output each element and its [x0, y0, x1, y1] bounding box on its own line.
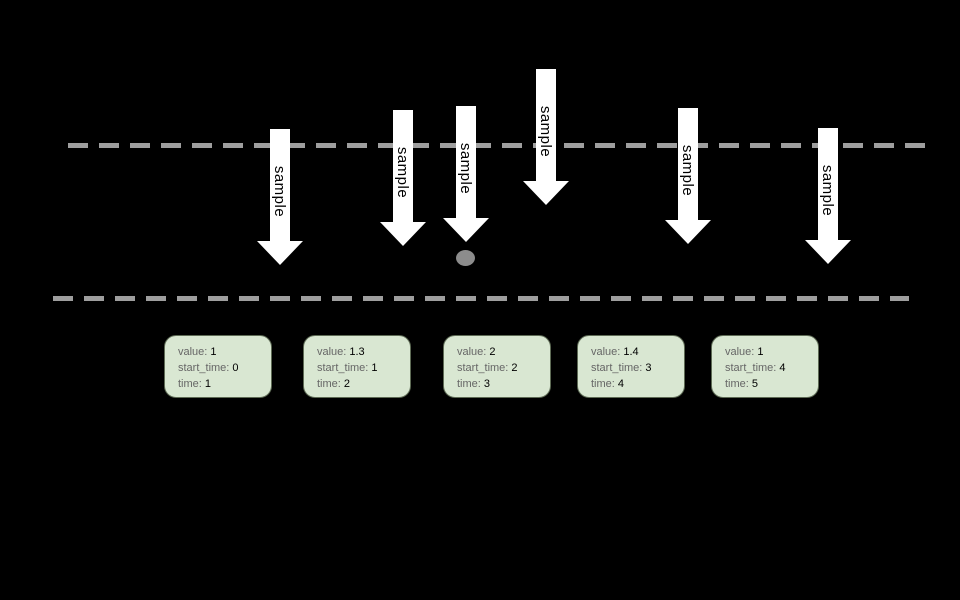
sample-record-card-4: value:1.4 start_time:3 time:4: [577, 335, 685, 398]
sample-arrow-5: sample: [665, 108, 711, 244]
value-label: value:: [457, 346, 487, 358]
sample-record-card-1: value:1 start_time:0 time:1: [164, 335, 272, 398]
record-row: value:2: [457, 344, 550, 360]
value-value: 1: [757, 346, 764, 358]
time-value: 2: [343, 378, 350, 390]
record-row: time:4: [591, 376, 684, 392]
sample-arrow-2: sample: [380, 110, 426, 246]
record-row: value:1: [725, 344, 818, 360]
record-row: value:1: [178, 344, 271, 360]
sample-record-card-2: value:1.3 start_time:1 time:2: [303, 335, 411, 398]
sample-arrow-3: sample: [443, 106, 489, 242]
arrow-down-icon: [380, 222, 426, 246]
start-time-label: start_time:: [317, 362, 369, 374]
value-label: value:: [178, 346, 208, 358]
sample-arrow-4: sample: [523, 69, 569, 205]
record-row: value:1.4: [591, 344, 684, 360]
record-row: start_time:1: [317, 360, 410, 376]
start-time-label: start_time:: [725, 362, 777, 374]
arrow-down-icon: [665, 220, 711, 244]
arrow-shaft: [270, 129, 290, 241]
sample-arrow-6: sample: [805, 128, 851, 264]
time-label: time:: [178, 378, 202, 390]
arrow-down-icon: [805, 240, 851, 264]
time-value: 3: [483, 378, 490, 390]
arrow-down-icon: [443, 218, 489, 242]
arrow-shaft: [393, 110, 413, 222]
time-label: time:: [457, 378, 481, 390]
time-label: time:: [591, 378, 615, 390]
record-row: time:5: [725, 376, 818, 392]
sample-record-card-3: value:2 start_time:2 time:3: [443, 335, 551, 398]
record-row: value:1.3: [317, 344, 410, 360]
arrow-shaft: [456, 106, 476, 218]
time-value: 4: [617, 378, 624, 390]
arrow-shaft: [678, 108, 698, 220]
value-label: value:: [317, 346, 347, 358]
value-value: 1.3: [349, 346, 365, 358]
start-time-value: 3: [645, 362, 652, 374]
arrow-shaft: [536, 69, 556, 181]
start-time-label: start_time:: [591, 362, 643, 374]
start-time-value: 1: [371, 362, 378, 374]
value-value: 1.4: [623, 346, 639, 358]
start-time-label: start_time:: [178, 362, 230, 374]
lower-stream-dashed-line: [53, 296, 909, 301]
value-value: 1: [210, 346, 217, 358]
sample-arrow-1: sample: [257, 129, 303, 265]
start-time-label: start_time:: [457, 362, 509, 374]
record-row: time:3: [457, 376, 550, 392]
arrow-down-icon: [257, 241, 303, 265]
time-label: time:: [317, 378, 341, 390]
start-time-value: 0: [232, 362, 239, 374]
record-row: start_time:2: [457, 360, 550, 376]
record-row: start_time:3: [591, 360, 684, 376]
arrow-down-icon: [523, 181, 569, 205]
record-row: start_time:0: [178, 360, 271, 376]
upper-stream-dashed-line: [68, 143, 927, 148]
sample-record-card-5: value:1 start_time:4 time:5: [711, 335, 819, 398]
value-label: value:: [591, 346, 621, 358]
time-value: 5: [751, 378, 758, 390]
record-row: time:1: [178, 376, 271, 392]
record-row: start_time:4: [725, 360, 818, 376]
time-value: 1: [204, 378, 211, 390]
start-time-value: 4: [779, 362, 786, 374]
time-label: time:: [725, 378, 749, 390]
record-row: time:2: [317, 376, 410, 392]
arrow-shaft: [818, 128, 838, 240]
start-time-value: 2: [511, 362, 518, 374]
value-label: value:: [725, 346, 755, 358]
sample-point-dot: [456, 250, 475, 266]
value-value: 2: [489, 346, 496, 358]
